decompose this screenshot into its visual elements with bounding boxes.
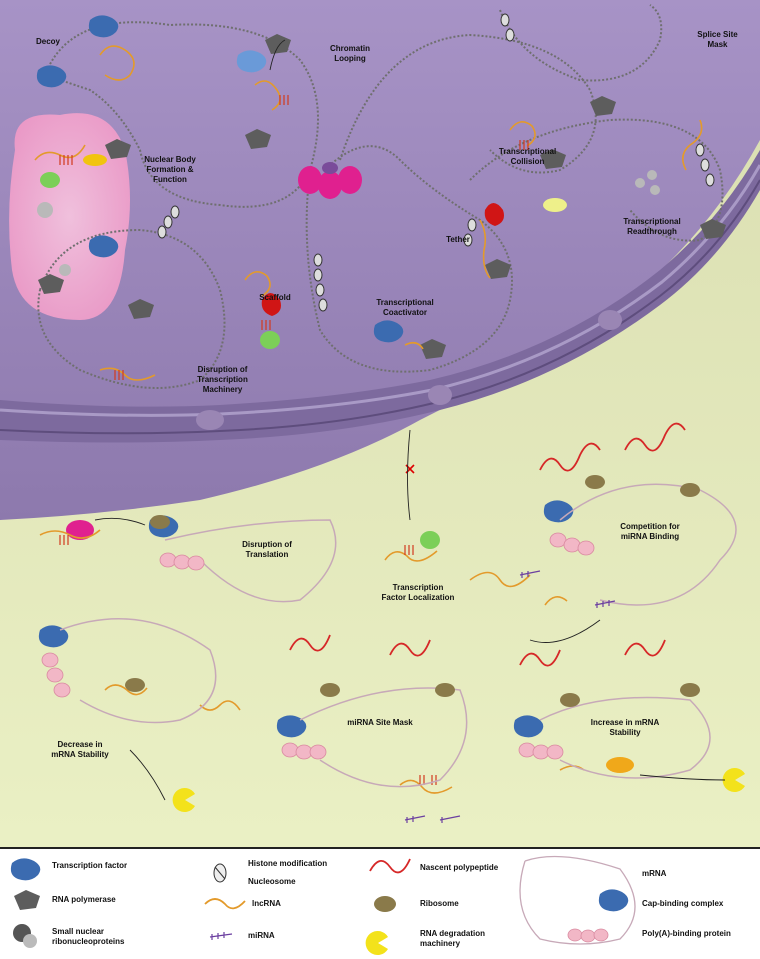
scaffold-protein [261,293,281,316]
legend-label-cap-binding: Cap-binding complex [642,899,724,908]
legend-snrnp-icon [13,924,37,948]
arrows [94,39,726,801]
legend-rna-polymerase-icon [14,890,40,910]
nuclear-pore [598,310,622,330]
label-transcriptional-coactivator: Transcriptional Coactivator [376,298,434,317]
legend-rna-degradation-icon [365,931,388,955]
legend-mirna-icon [209,932,233,940]
legend-label-nascent-polypeptide: Nascent polypeptide [420,863,499,872]
label-competition-mirna: Competition for miRNA Binding [620,522,680,541]
mirna-strands [404,570,616,823]
label-disruption-transcription: Disruption of Transcription Machinery [197,365,248,394]
nuclear-pore [196,410,224,430]
rna-polymerase-icons [38,34,726,359]
lncrna-mechanisms-diagram [0,0,760,847]
legend-label-lncrna: lncRNA [252,899,281,908]
nuclear-pore [428,385,452,405]
legend-ribosome-icon [374,896,396,912]
legend-label-mirna: miRNA [248,931,275,940]
nucleosome-beads [157,13,715,312]
polya-binding-proteins [41,532,595,760]
label-nuclear-body: Nuclear Body Formation & Function [144,155,196,184]
legend-label-mrna: mRNA [642,869,667,878]
ribosome-icons [125,475,700,707]
yellow-proteins [83,154,634,773]
polypeptide-chains [289,422,686,667]
label-transcriptional-readthrough: Transcriptional Readthrough [623,217,681,236]
legend-label-nucleosome: Nucleosome [248,877,296,886]
label-mirna-site-mask: miRNA Site Mask [347,718,413,727]
gray-proteins [37,170,660,276]
label-chromatin-looping: Chromatin Looping [330,44,370,63]
legend-label-rna-polymerase: RNA polymerase [52,895,116,904]
legend-lncrna-icon [204,898,246,910]
label-decoy: Decoy [35,37,60,46]
legend-mrna-icon [519,855,636,945]
legend-label-polya-binding: Poly(A)-binding protein [642,929,731,938]
snrnp-cluster [66,162,362,540]
mrna-strands [59,483,737,788]
legend-label-rna-degradation: RNA degradation machinery [420,929,486,948]
green-proteins [40,172,440,549]
label-increase-stability: Increase in mRNA Stability [590,718,660,737]
label-decrease-stability: Decrease in mRNA Stability [51,740,109,759]
legend-icons [10,855,636,955]
legend-cap-binding-icon [598,889,629,912]
legend-label-snrnp: Small nuclear ribonucleoproteins [52,927,125,946]
label-disruption-translation: Disruption of Translation [242,540,292,559]
legend-label-histone-modification: Histone modification [248,859,328,868]
legend: Transcription factor RNA polymerase Smal… [0,847,760,959]
label-tf-localization: Transcription Factor Localization [381,583,455,602]
legend-nucleosome-icon [213,863,227,883]
tether-protein [484,203,504,226]
legend-transcription-factor-icon [10,858,41,881]
nucleus [0,0,760,520]
legend-polya-icon [567,928,609,943]
legend-label-ribosome: Ribosome [420,899,459,908]
legend-polypeptide-icon [369,858,411,874]
label-splice-site-mask: Splice Site Mask [697,30,738,49]
label-scaffold: Scaffold [259,293,291,302]
label-transcriptional-collision: Transcriptional Collision [498,147,557,166]
rna-degradation-icons [172,767,745,813]
lncrna-hairpins [59,95,529,785]
legend-label-transcription-factor: Transcription factor [52,861,128,870]
label-tether: Tether [446,235,470,244]
